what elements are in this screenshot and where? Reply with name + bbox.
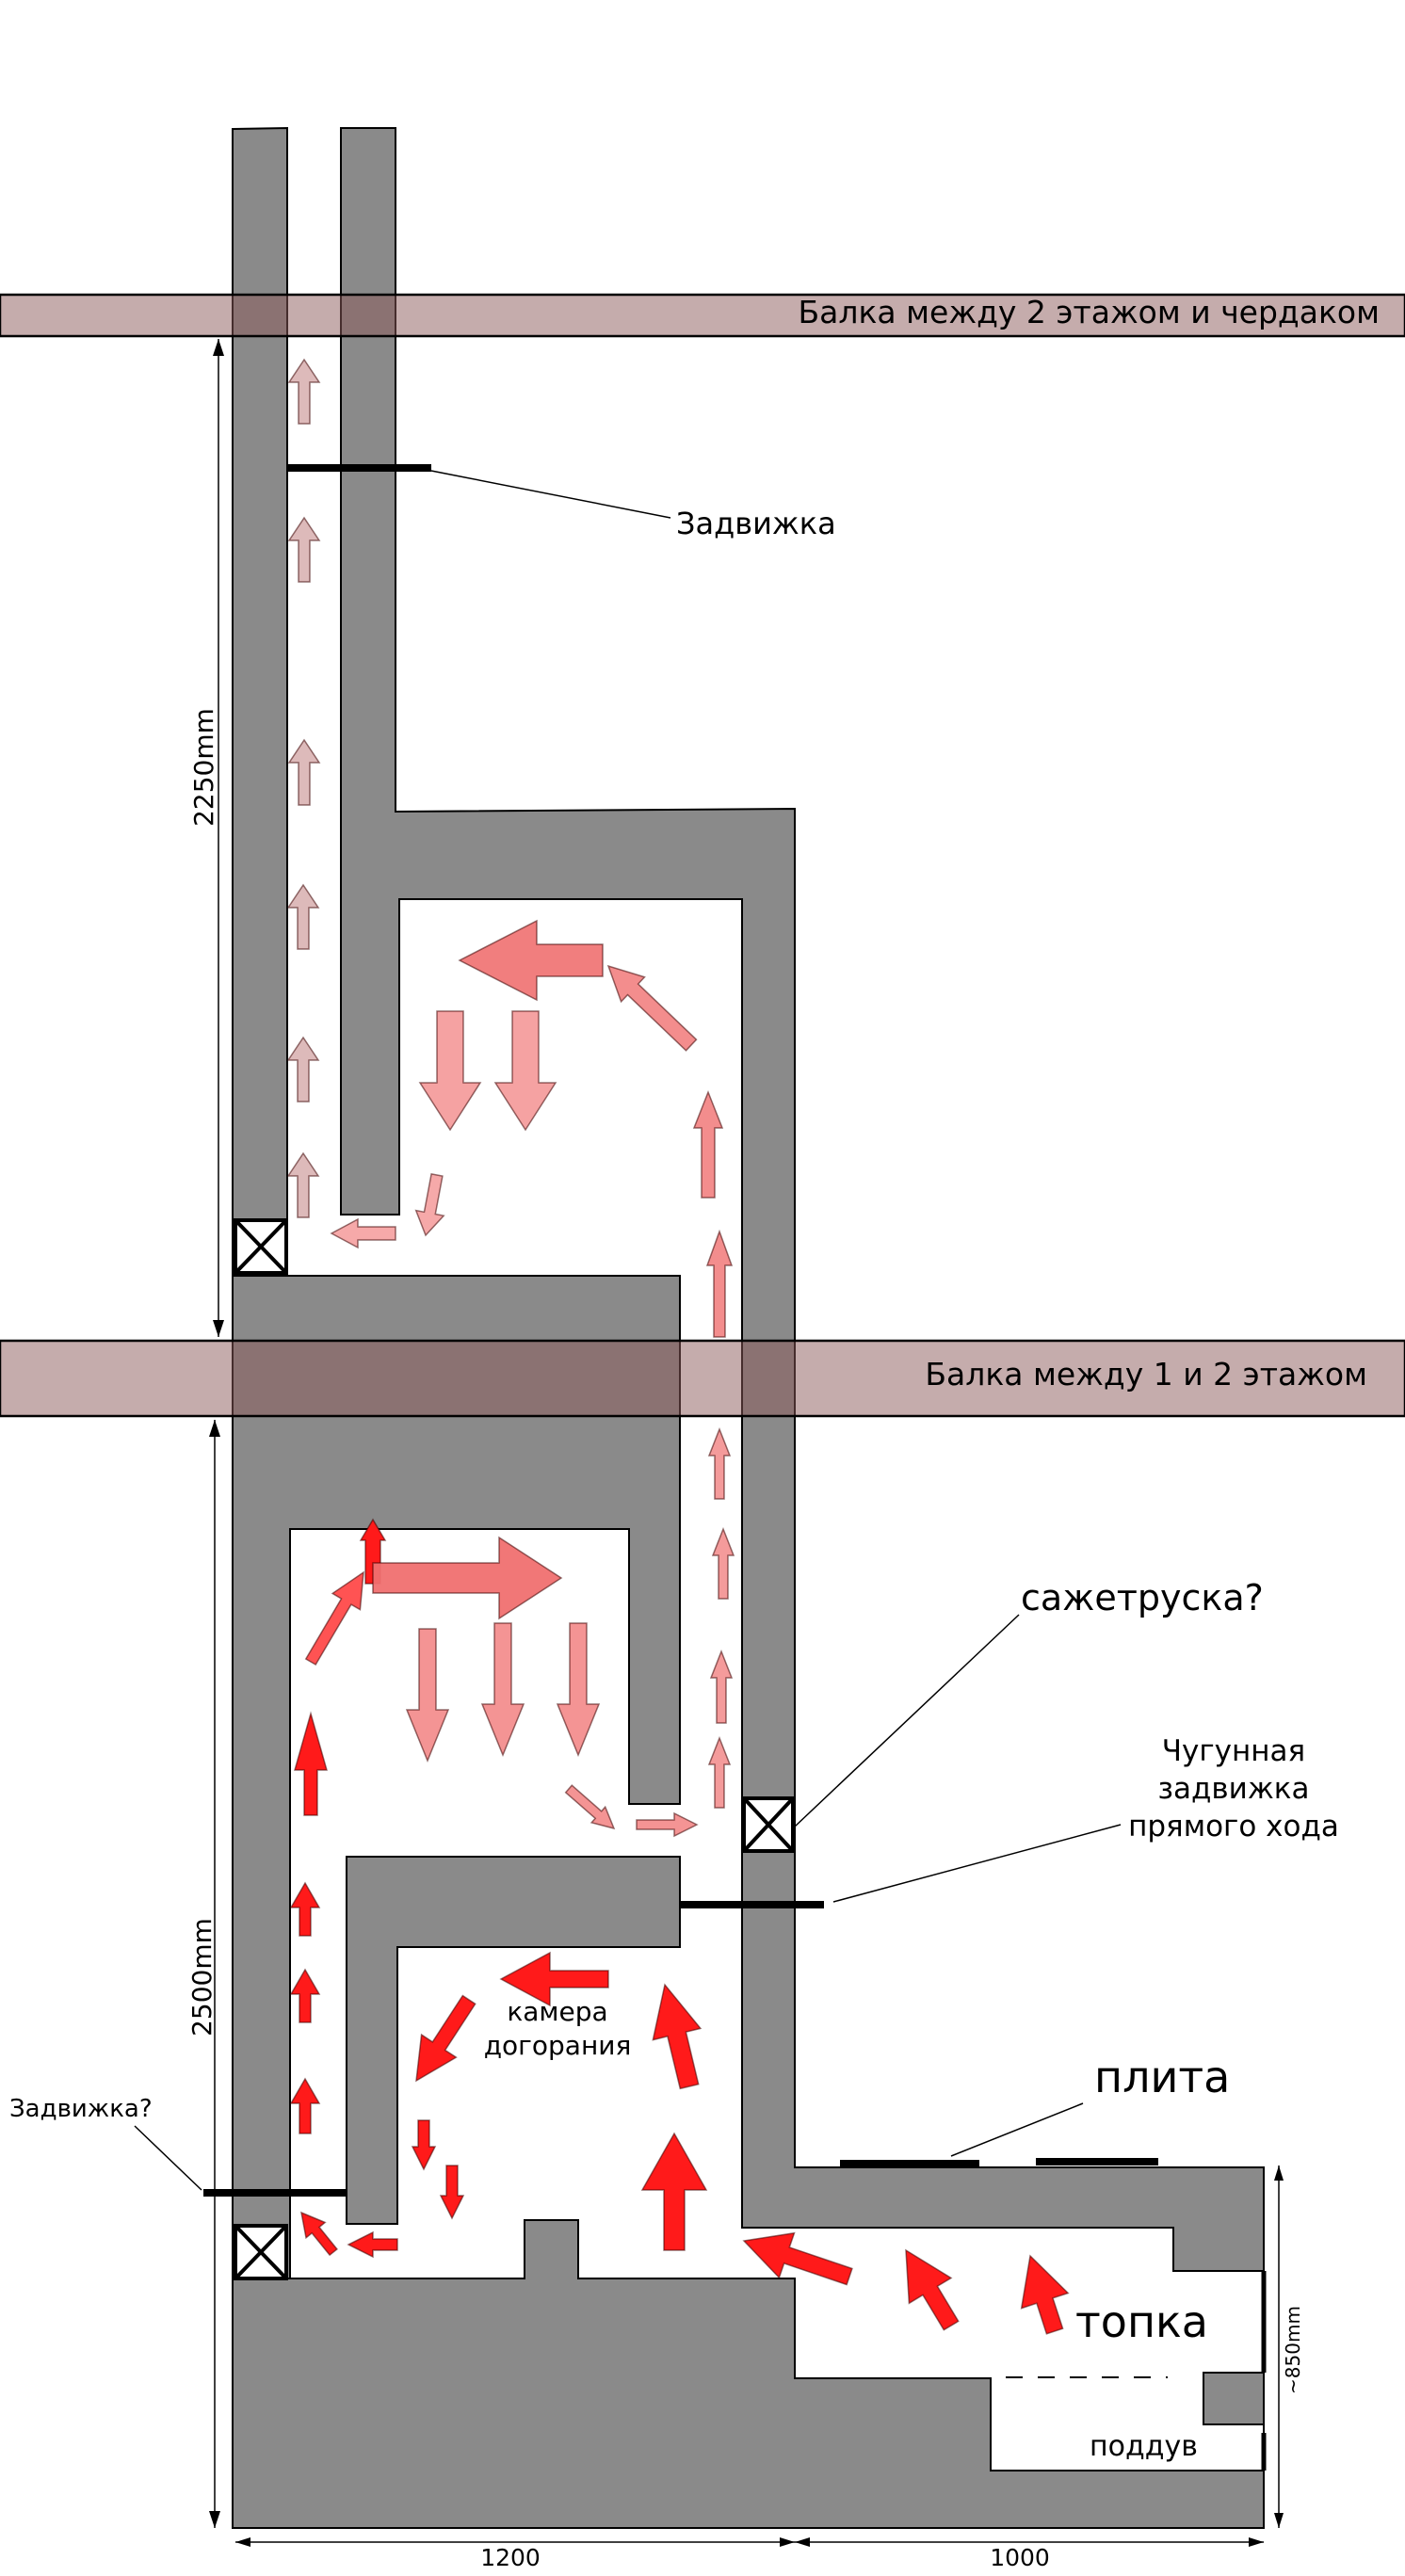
gas-flow-arrows [286, 358, 1070, 2335]
beam-upper-label: Балка между 2 этажом и чердаком [799, 294, 1380, 330]
flow-arrow-warm [709, 1649, 734, 1724]
dimension-width [235, 2537, 1264, 2547]
beam-lower [0, 1339, 1405, 1418]
flow-arrow-cool [287, 738, 321, 806]
flow-arrow-warm [372, 1536, 563, 1620]
flow-arrow-cool [286, 1151, 320, 1218]
flow-arrow-hot [289, 2077, 321, 2134]
flow-arrow-hot [304, 1570, 364, 1666]
flow-arrow-warm [692, 1089, 724, 1199]
flow-arrow-warm [330, 1217, 396, 1249]
dimension-lower [209, 1420, 220, 2528]
cleanout-lower-icon [234, 2224, 288, 2280]
dim-lower-label: 2500mm [186, 1918, 218, 2037]
ash-blow-label: поддув [1090, 2430, 1198, 2463]
upper-channel-wall [232, 127, 1265, 2529]
flow-arrow-hot [300, 2211, 338, 2257]
masonry [232, 126, 1265, 2529]
flow-arrow-hot [411, 2119, 437, 2171]
cleanout-soot-icon [742, 1796, 795, 1853]
flow-arrow-warm [405, 1628, 450, 1763]
dimension-upper [213, 339, 224, 1337]
dim-upper-label: 2250mm [188, 708, 219, 827]
leader-cast-iron [832, 1824, 1122, 1903]
damper-left-label: Задвижка? [9, 2095, 153, 2123]
flow-arrow-warm [711, 1526, 735, 1600]
flow-arrow-warm [458, 919, 604, 1002]
flow-arrow-warm [564, 1784, 616, 1830]
flow-arrow-warm [493, 1010, 557, 1132]
dim-firebox-label: ~850mm [1282, 2306, 1304, 2394]
flow-arrow-warm [480, 1622, 525, 1757]
flow-arrow-warm [414, 1173, 445, 1237]
dim-width-right-label: 1000 [990, 2544, 1050, 2571]
flow-arrow-hot [1020, 2254, 1070, 2335]
flow-arrow-warm [707, 1426, 732, 1500]
dimension-firebox [1274, 2165, 1284, 2528]
leader-damper-left [134, 2125, 202, 2191]
beam-lower-label: Балка между 1 и 2 этажом [925, 1356, 1367, 1393]
chamber-label-2: догорания [484, 2030, 632, 2061]
flow-arrow-warm [636, 1811, 699, 1838]
flow-arrow-hot [289, 1968, 321, 2023]
damper-top-label: Задвижка [676, 506, 836, 541]
flow-arrow-warm [418, 1010, 482, 1132]
beam-upper [0, 293, 1405, 338]
flow-arrow-warm [707, 1735, 732, 1809]
flow-arrow-hot [294, 1711, 328, 1816]
flow-arrow-hot [905, 2248, 960, 2331]
dim-width-left-label: 1200 [480, 2544, 541, 2571]
cast-iron-label-3: прямого хода [1128, 1810, 1339, 1843]
afterburn-partition [346, 1856, 681, 2225]
flow-arrow-hot [652, 1983, 702, 2090]
soot-cleaner-label: сажетруска? [1021, 1577, 1264, 1618]
cleanout-upper-icon [234, 1218, 288, 1275]
flow-arrow-hot [439, 2165, 465, 2220]
flow-arrow-warm [556, 1622, 601, 1757]
cast-iron-label-1: Чугунная [1162, 1734, 1305, 1768]
flow-arrow-hot [347, 2230, 398, 2259]
flow-arrow-cool [286, 1036, 320, 1103]
chamber-label-1: камера [507, 1996, 607, 2027]
flow-arrow-hot [415, 1994, 476, 2083]
leader-soot [794, 1614, 1020, 1827]
cast-iron-label-2: задвижка [1158, 1772, 1310, 1806]
flow-arrow-cool [287, 516, 321, 583]
leader-damper-top [430, 470, 671, 519]
stove-plate-label: плита [1094, 2052, 1230, 2102]
firebox-label: топка [1075, 2296, 1208, 2347]
flow-arrow-hot [499, 1951, 609, 2007]
flow-arrow-cool [286, 883, 320, 950]
flow-arrow-warm [606, 964, 698, 1052]
flow-arrow-warm [705, 1229, 734, 1338]
leader-plate [950, 2102, 1084, 2157]
flow-arrow-hot [289, 1881, 321, 1937]
flow-arrow-hot [742, 2231, 853, 2286]
flow-arrow-cool [287, 358, 321, 425]
flow-arrow-hot [640, 2132, 708, 2251]
